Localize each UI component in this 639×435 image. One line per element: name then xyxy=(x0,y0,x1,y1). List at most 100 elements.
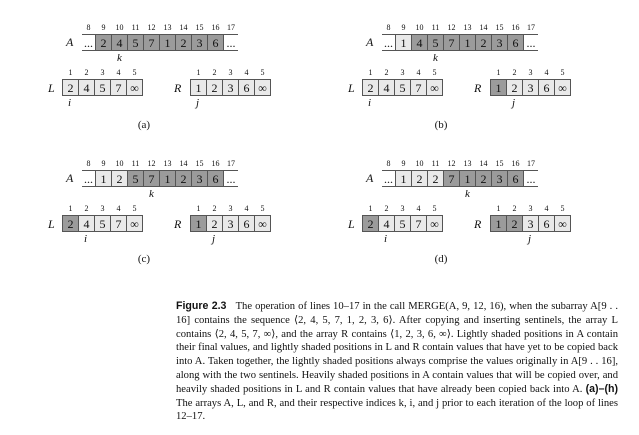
array-r-index: 5 xyxy=(260,204,265,213)
cell-value: 5 xyxy=(132,171,139,186)
cell-value: 6 xyxy=(212,35,219,50)
pointer-j: j xyxy=(512,97,516,109)
cell-value: 5 xyxy=(132,35,139,50)
cell-value: 2 xyxy=(416,171,423,186)
cell-value: 4 xyxy=(83,216,90,231)
array-label-a: A xyxy=(366,171,374,185)
array-a-index: 17 xyxy=(227,23,235,32)
subfigure-description: The arrays A, L, and R, and their respec… xyxy=(176,397,618,423)
array-r-cell: ∞5 xyxy=(254,205,271,232)
array-r-index: 4 xyxy=(544,204,549,213)
figure-description: The operation of lines 10–17 in the call… xyxy=(176,301,618,395)
array-a-index: 13 xyxy=(163,23,172,32)
cell-value: 7 xyxy=(448,35,455,50)
array-a-index: 10 xyxy=(115,159,124,168)
array-a-cell: ...8 xyxy=(82,160,96,187)
cell-value: 7 xyxy=(115,216,122,231)
array-r-index: 3 xyxy=(528,204,533,213)
array-r-cell: ∞5 xyxy=(554,205,571,232)
array-a-cell: ...17 xyxy=(524,24,538,51)
cell-value: 3 xyxy=(227,216,234,231)
array-l-index: 3 xyxy=(400,204,405,213)
cell-value: 7 xyxy=(148,171,155,186)
cell-value: 1 xyxy=(495,216,502,231)
cell-value: 4 xyxy=(416,35,423,50)
array-a-index: 17 xyxy=(527,159,535,168)
cell-value: ∞ xyxy=(430,80,439,95)
array-l-index: 5 xyxy=(132,204,137,213)
cell-value: 5 xyxy=(99,216,106,231)
cell-value: 1 xyxy=(164,35,171,50)
array-r-index: 1 xyxy=(496,68,501,77)
cell-value: 6 xyxy=(243,80,250,95)
array-a-index: 14 xyxy=(479,23,488,32)
cell-value: 6 xyxy=(543,80,550,95)
figure-caption-text: Figure 2.3 The operation of lines 10–17 … xyxy=(176,300,618,424)
array-a-index: 8 xyxy=(86,159,91,168)
array-r-index: 1 xyxy=(196,68,201,77)
array-a-index: 10 xyxy=(415,159,424,168)
pointer-k: k xyxy=(117,52,122,64)
array-a-index: 11 xyxy=(431,23,440,32)
array-l-index: 1 xyxy=(68,204,73,213)
pointer-i: i xyxy=(84,233,88,245)
panel-caption: (c) xyxy=(137,253,151,265)
array-l-index: 5 xyxy=(432,68,437,77)
array-a-index: 15 xyxy=(495,159,504,168)
array-a-cell: ...8 xyxy=(382,160,396,187)
cell-value: 2 xyxy=(67,80,74,95)
pointer-j: j xyxy=(528,233,532,245)
cell-value: 7 xyxy=(448,171,455,186)
cell-value: 6 xyxy=(243,216,250,231)
array-a-index: 9 xyxy=(101,23,106,32)
cell-value: 2 xyxy=(67,216,74,231)
cell-value: 7 xyxy=(115,80,122,95)
array-r-index: 4 xyxy=(544,68,549,77)
array-l-cell: ∞5 xyxy=(426,69,443,96)
cell-value: 7 xyxy=(148,35,155,50)
array-a-index: 9 xyxy=(401,23,406,32)
array-r-index: 3 xyxy=(528,68,533,77)
array-a-index: 8 xyxy=(86,23,91,32)
array-r-index: 2 xyxy=(512,68,517,77)
cell-value: 2 xyxy=(480,35,487,50)
cell-value: 2 xyxy=(116,171,123,186)
array-r-index: 1 xyxy=(196,204,201,213)
cell-value: 7 xyxy=(415,216,422,231)
array-a-index: 15 xyxy=(195,23,204,32)
cell-value: ∞ xyxy=(258,216,267,231)
array-l-index: 3 xyxy=(400,68,405,77)
cell-value: 3 xyxy=(496,35,503,50)
array-a-index: 15 xyxy=(495,23,504,32)
array-a-index: 11 xyxy=(431,159,440,168)
array-l-index: 4 xyxy=(116,204,121,213)
figure-label: Figure 2.3 xyxy=(176,300,227,312)
array-a-index: 12 xyxy=(447,159,456,168)
array-r-index: 5 xyxy=(560,68,565,77)
cell-value: 5 xyxy=(399,216,406,231)
array-a-index: 17 xyxy=(227,159,235,168)
